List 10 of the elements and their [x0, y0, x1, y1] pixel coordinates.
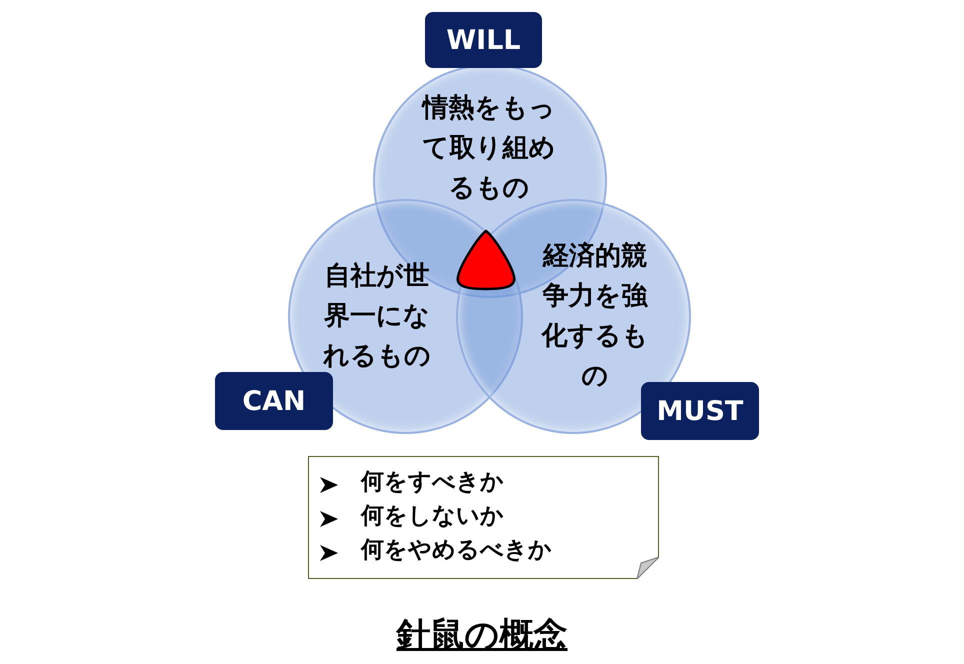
- list-item: 何をやめるべきか: [361, 537, 552, 563]
- label-box: MUST: [641, 382, 759, 440]
- title: 針鼠の概念: [396, 615, 568, 655]
- label-box: WILL: [425, 12, 542, 68]
- circle-text: 情熱をもって取り組めるもの: [420, 92, 556, 205]
- note-box: [308, 456, 659, 579]
- list-item: 何をすべきか: [361, 469, 504, 495]
- label-box: CAN: [215, 372, 333, 430]
- list-item: 何をしないか: [361, 503, 504, 529]
- circle-text: 自社が世界一になれるもの: [322, 260, 432, 373]
